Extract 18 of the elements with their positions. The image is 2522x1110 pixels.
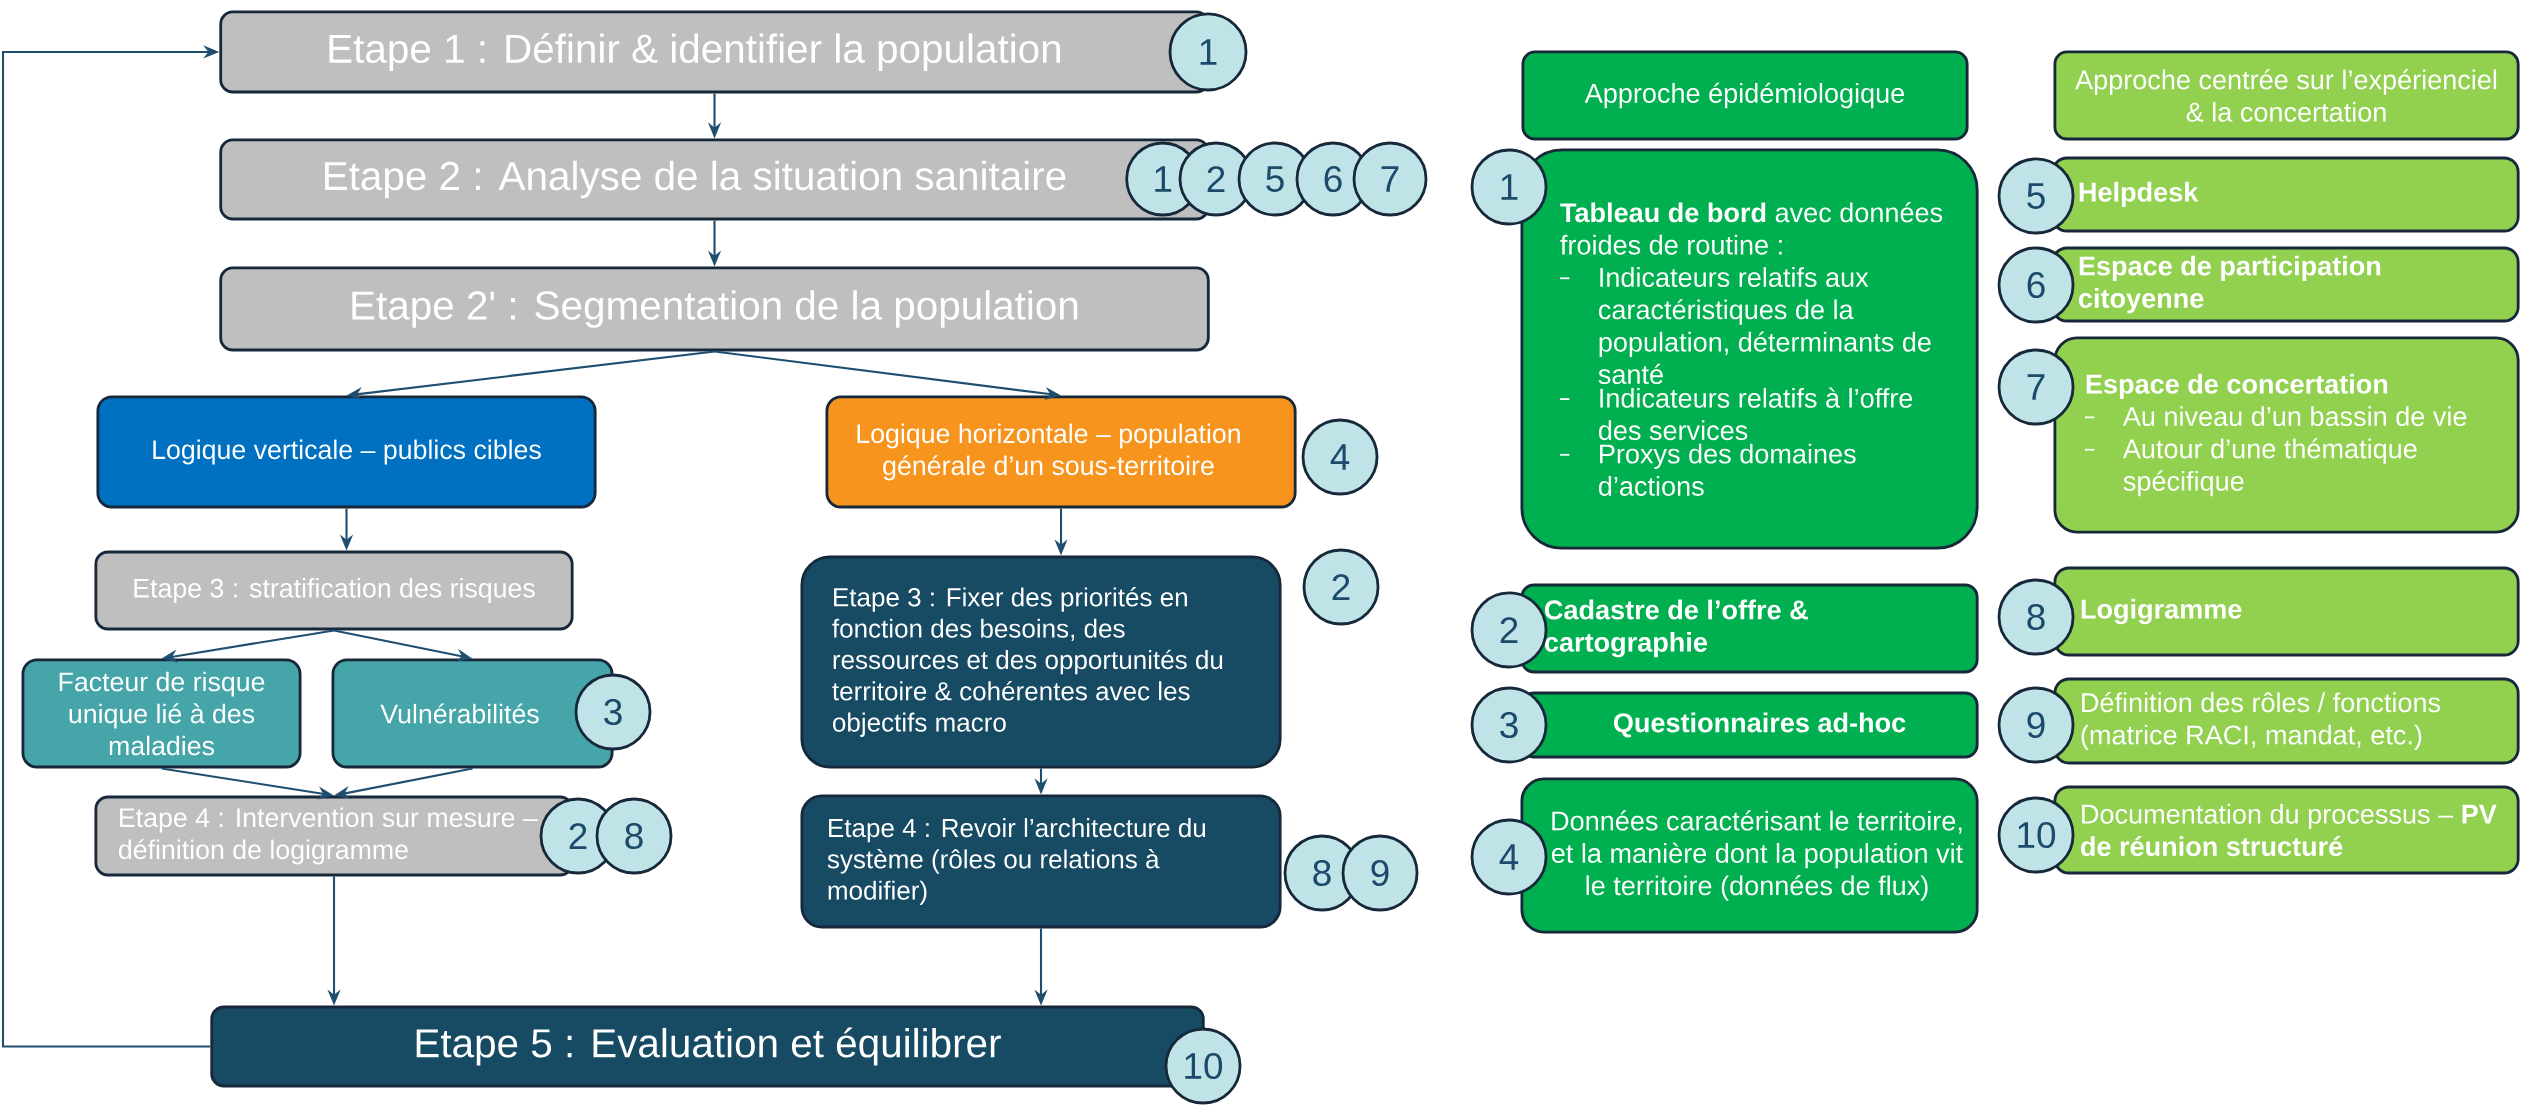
heading-box: Approche centrée sur l’expérienciel & la concertation: [2053, 50, 2520, 141]
tool-box: Espace de concertation Au niveau d’un bassin de vie Autour d’une thématique spécifique: [2053, 336, 2520, 534]
tool-box: Définition des rôles / fonctions (matrice RACI, mandat, etc.): [2053, 677, 2520, 765]
step-box: Etape 3 : Fixer des priorités en fonction des besoins, des ressources et des opportunités du territoire & cohérentes avec les objectifs macro: [800, 555, 1282, 769]
tool-box: Tableau de bord avec données froides de routine : Indicateurs relatifs aux caractéristiques de la population, déterminants de santé Indicateurs relatifs à l’offre des services Proxys des domaines d’actions: [1520, 148, 1979, 550]
step-box: Etape 3 : stratification des risques: [94, 550, 574, 631]
heading-box: Approche épidémiologique: [1521, 50, 1969, 141]
tool-box: Cadastre de l’offre & cartographie: [1520, 583, 1979, 674]
tool-box: Logigramme: [2053, 566, 2520, 657]
step-box: Etape 2' : Segmentation de la population: [219, 266, 1210, 352]
step-box: Etape 4 : Revoir l’architecture du système (rôles ou relations à modifier): [800, 794, 1282, 929]
tool-box: Données caractérisant le territoire, et la manière dont la population vit le territoire (données de flux): [1520, 777, 1979, 934]
process-box: Facteur de risque unique lié à des maladies: [21, 658, 302, 769]
tool-box: Espace de participation citoyenne: [2051, 246, 2520, 323]
process-box: Logique horizontale – population générale d’un sous-territoire: [825, 395, 1297, 509]
tool-box: Questionnaires ad-hoc: [1520, 691, 1979, 759]
process-box: Logique verticale – publics cibles: [96, 395, 597, 509]
tool-box: Helpdesk: [2051, 156, 2520, 233]
